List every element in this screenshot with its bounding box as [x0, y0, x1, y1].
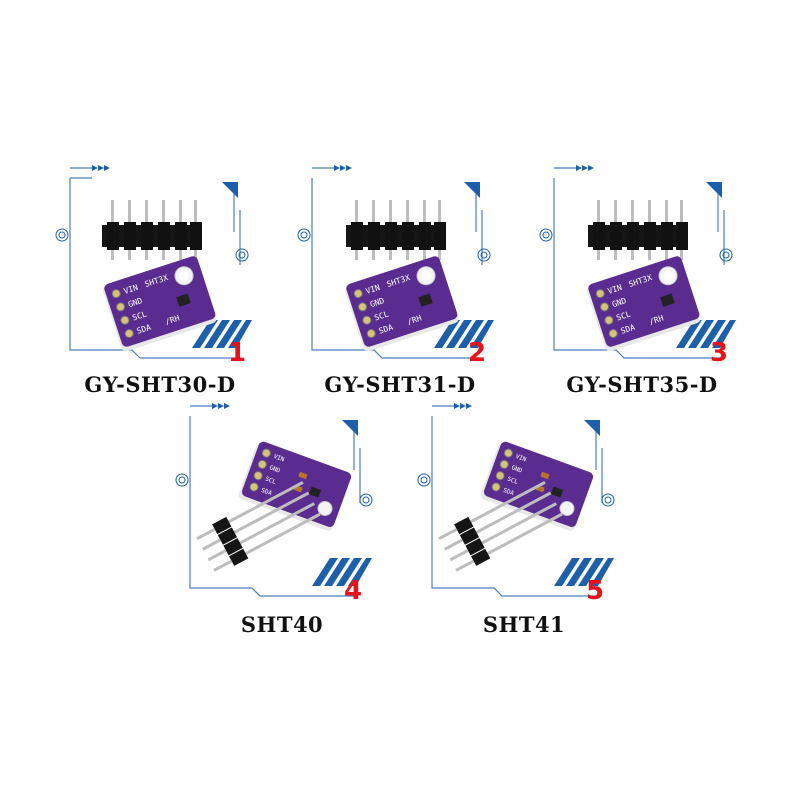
decorative-frame: [539, 165, 736, 359]
board-label: /RH: [648, 313, 665, 326]
product-number: 2: [468, 338, 487, 368]
product-caption: SHT40: [240, 612, 324, 637]
product-panel-4: VIN GND SCL SDA 4: [175, 403, 382, 604]
sensor-board-image: VIN GND SCL SDA: [196, 441, 352, 572]
board-label: SCL: [131, 309, 148, 322]
board-label: SDA: [260, 487, 273, 497]
product-number: 3: [710, 338, 729, 368]
board-label: VIN: [515, 453, 528, 463]
decorative-frame: [417, 403, 615, 597]
pcb-board: VIN GND SCL SDA SHT3X /RH: [345, 256, 459, 352]
board-label: SCL: [373, 309, 390, 322]
board-label: GND: [369, 296, 386, 309]
product-panel-2: VIN GND SCL SDA SHT3X /RH 2: [297, 165, 504, 366]
board-label: SCL: [506, 476, 519, 486]
pin-header: [196, 481, 321, 572]
product-caption: GY-SHT30-D: [84, 372, 236, 397]
decorative-frame: [55, 165, 252, 359]
product-number: 5: [586, 576, 605, 606]
sensor-board-image: VIN GND SCL SDA SHT3X /RH: [587, 200, 701, 352]
product-panel-3: VIN GND SCL SDA SHT3X /RH 3: [539, 165, 746, 366]
pcb-board: VIN GND SCL SDA SHT3X /RH: [103, 256, 217, 352]
decorative-frame: [175, 403, 373, 597]
board-label: VIN: [123, 283, 140, 296]
board-label: SCL: [264, 476, 277, 486]
product-caption: GY-SHT31-D: [324, 372, 476, 397]
board-label: VIN: [607, 283, 624, 296]
pin-header: [346, 200, 446, 260]
board-label: GND: [268, 464, 281, 474]
board-label: VIN: [365, 283, 382, 296]
board-label: SDA: [136, 323, 153, 336]
product-caption: GY-SHT35-D: [566, 372, 718, 397]
board-label: GND: [611, 296, 628, 309]
sensor-board-image: VIN GND SCL SDA SHT3X /RH: [345, 200, 459, 352]
board-label: GND: [127, 296, 144, 309]
board-label: /RH: [164, 313, 181, 326]
pin-header: [588, 200, 688, 260]
board-label: GND: [510, 464, 523, 474]
product-panel-1: VIN GND SCL SDA SHT3X /RH 1: [55, 165, 262, 366]
product-panel-5: VIN GND SCL SDA 5: [417, 403, 624, 604]
board-label: VIN: [273, 453, 286, 463]
product-number: 1: [228, 338, 247, 368]
board-label: SDA: [502, 487, 515, 497]
pcb-board: VIN GND SCL SDA SHT3X /RH: [587, 256, 701, 352]
board-label: /RH: [406, 313, 423, 326]
pin-header: [102, 200, 202, 260]
pin-header: [438, 481, 563, 572]
board-label: SDA: [378, 323, 395, 336]
product-caption: SHT41: [482, 612, 566, 637]
decorative-frame: [297, 165, 494, 359]
product-number: 4: [344, 576, 363, 606]
sensor-board-image: VIN GND SCL SDA: [438, 441, 594, 572]
sensor-board-image: VIN GND SCL SDA SHT3X /RH: [102, 200, 217, 352]
board-label: SDA: [620, 323, 637, 336]
board-label: SCL: [615, 309, 632, 322]
